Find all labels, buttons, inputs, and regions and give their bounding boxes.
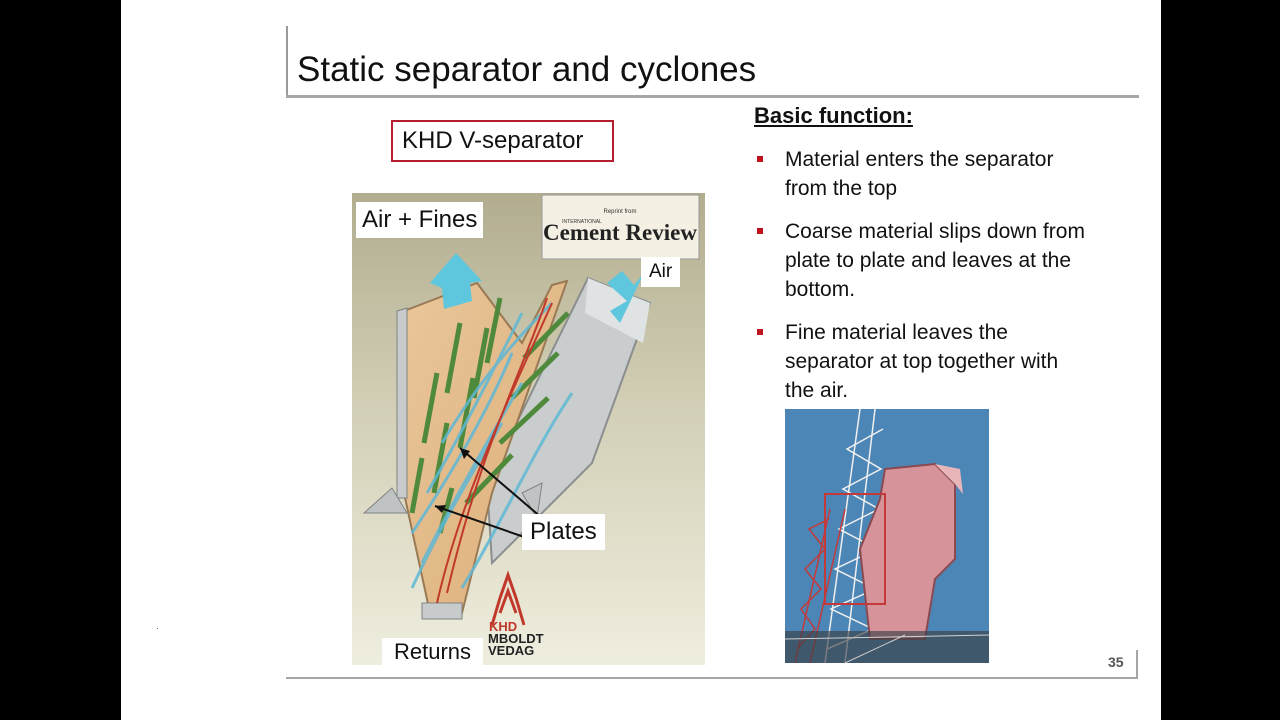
logo-khd-line3: VEDAG <box>488 643 534 658</box>
logo-khd-line1: KHD <box>489 619 517 634</box>
bullet-square-icon <box>757 228 763 234</box>
air-inlet-arrow <box>607 271 644 323</box>
bullet-text: Fine material leaves the separator at to… <box>785 321 1059 402</box>
bullet-text: Coarse material slips down from plate to… <box>785 220 1085 301</box>
left-wall <box>396 307 408 499</box>
label-plates: Plates <box>522 514 605 550</box>
leader-arrowhead-2 <box>435 505 446 513</box>
logo-review-line2: INTERNATIONAL <box>562 219 602 225</box>
stray-dot <box>157 628 158 629</box>
bullet-item: Coarse material slips down from plate to… <box>757 217 1087 304</box>
logo-review-line3: Cement Review <box>543 220 697 245</box>
air-streams <box>410 301 574 589</box>
bullet-item: Fine material leaves the separator at to… <box>757 318 1087 405</box>
khd-logo: KHD MBOLDT VEDAG <box>488 570 544 658</box>
ground-structure <box>785 631 989 663</box>
bullet-square-icon <box>757 329 763 335</box>
bullet-item: Material enters the separator from the t… <box>757 145 1087 203</box>
logo-review-line1: Reprint from <box>603 209 636 215</box>
page-number: 35 <box>1108 654 1124 670</box>
basic-function-heading: Basic function: <box>754 103 913 128</box>
figure-caption-box: KHD V-separator <box>391 120 614 162</box>
title-rule-vertical <box>286 26 288 98</box>
label-air-fines: Air + Fines <box>356 202 484 238</box>
title-rule-horizontal <box>286 95 1139 98</box>
bullet-text: Material enters the separator from the t… <box>785 148 1054 200</box>
label-returns: Returns <box>382 638 484 666</box>
crane-photo <box>785 409 989 663</box>
left-flange <box>362 487 408 514</box>
crane-frame <box>824 493 886 605</box>
material-paths <box>436 297 553 604</box>
bullet-square-icon <box>757 156 763 162</box>
bullet-list: Material enters the separator from the t… <box>757 145 1087 419</box>
figure-caption: KHD V-separator <box>402 127 584 154</box>
plates-leader-lines <box>434 447 543 539</box>
crane-lattice <box>824 409 884 663</box>
slide-title: Static separator and cyclones <box>297 50 757 89</box>
label-air: Air <box>641 257 681 287</box>
right-flange <box>521 482 543 520</box>
logo-khd-line2: MBOLDT <box>488 631 544 646</box>
footer-rule-horizontal <box>286 677 1138 679</box>
footer-rule-vertical <box>1136 650 1138 679</box>
separator-top <box>935 464 963 494</box>
ground-beams <box>785 634 989 663</box>
leader-arrowhead-1 <box>460 448 470 459</box>
bottom-outlet <box>421 602 463 620</box>
air-fines-arrow <box>430 253 482 309</box>
cement-review-logo <box>541 194 700 260</box>
